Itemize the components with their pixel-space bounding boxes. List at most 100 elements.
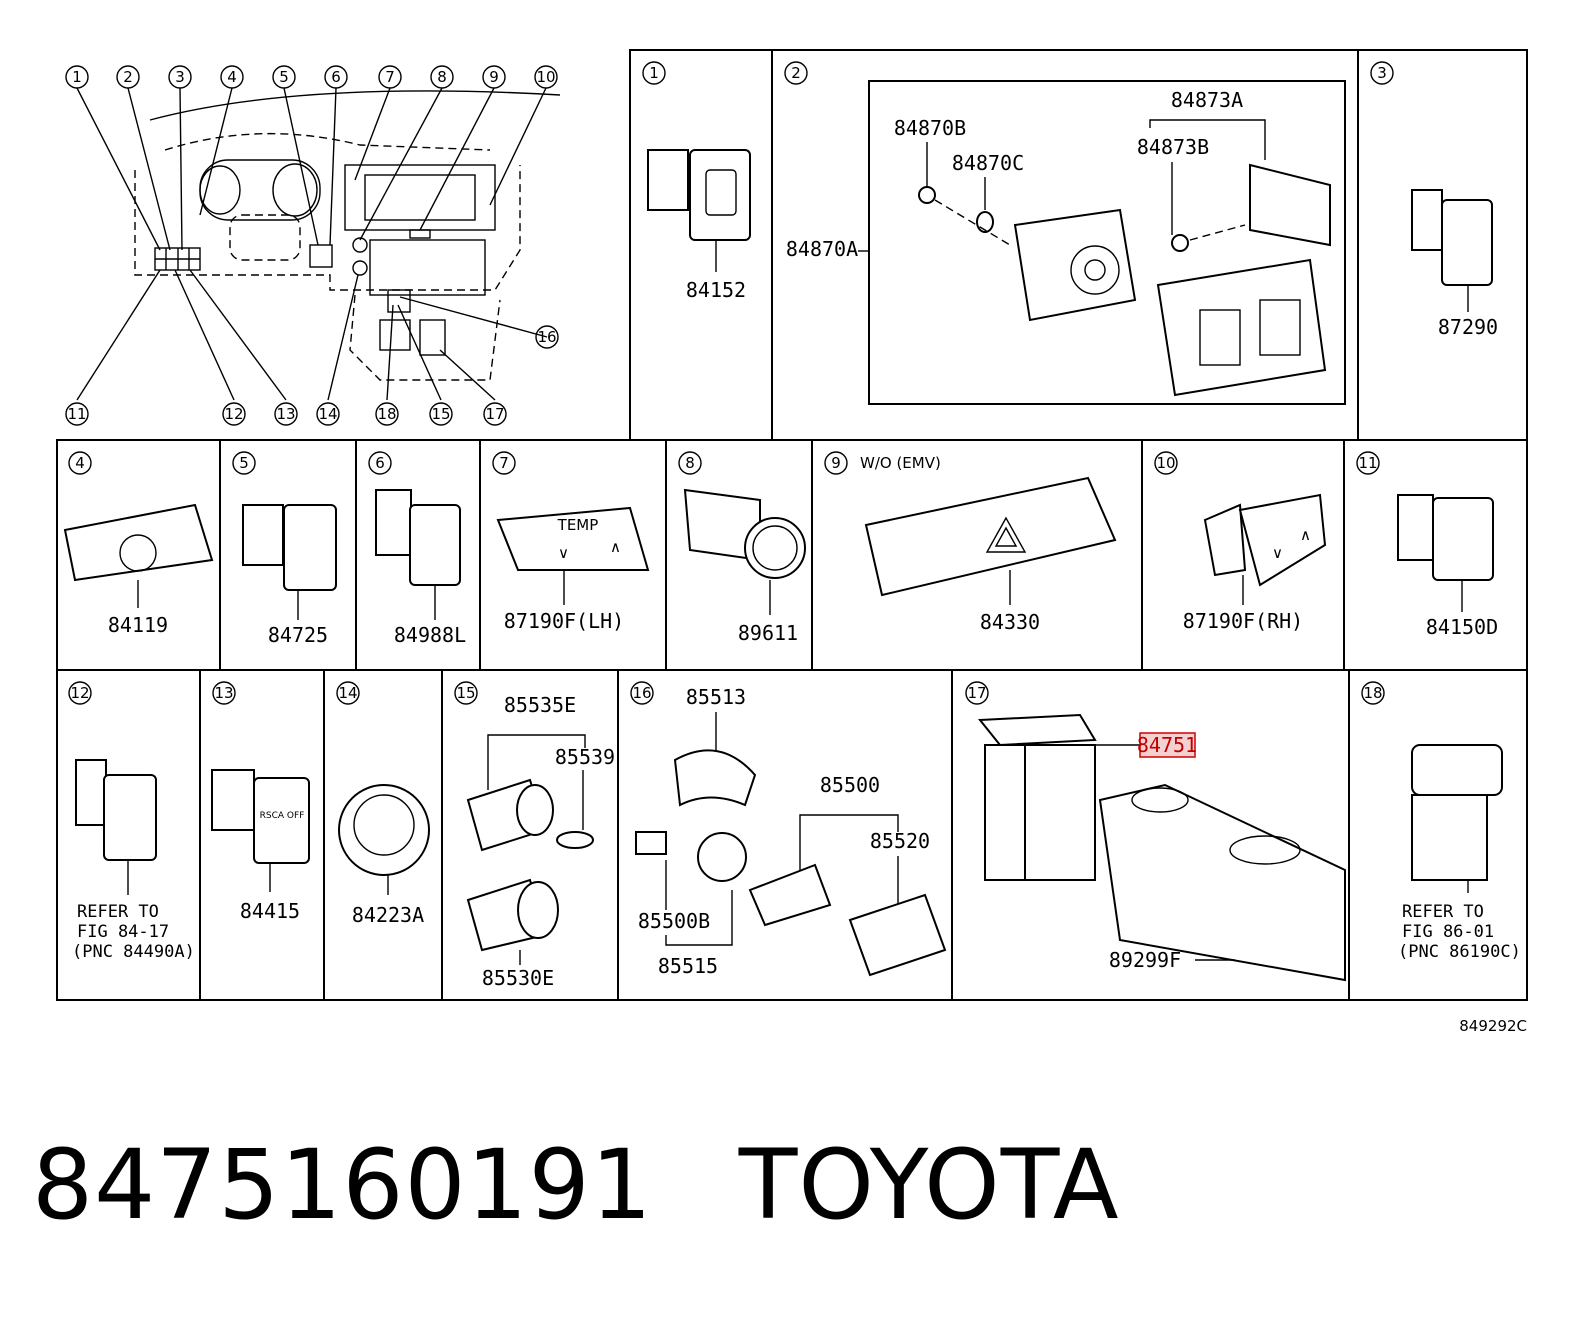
part-label-89299f[interactable]: 89299F — [1109, 948, 1181, 972]
part-label-84988l[interactable]: 84988L — [394, 623, 466, 647]
panel-frames — [56, 49, 1528, 1001]
callout-circle-18 — [375, 402, 399, 426]
panel-4-number: 4 — [75, 454, 85, 472]
part-label-89611[interactable]: 89611 — [738, 621, 798, 645]
panel-10-number: 10 — [1156, 454, 1175, 472]
part-label-85515[interactable]: 85515 — [658, 954, 718, 978]
panel-18: 18 REFER TO FIG 86-01 (PNC 86190C) — [1361, 681, 1521, 962]
panel-13-number: 13 — [214, 684, 233, 702]
callout-circle-17 — [483, 402, 507, 426]
callout-number-18[interactable]: 18 — [377, 405, 396, 423]
panel-2-number: 2 — [791, 64, 801, 82]
callout-circle-12 — [222, 402, 246, 426]
refer-line-3: (PNC 84490A) — [72, 942, 195, 962]
part-label-84873b[interactable]: 84873B — [1137, 135, 1209, 159]
panel-17: 17 84751 89299F — [965, 681, 1346, 982]
temp-up-icon-rh: ∧ — [1300, 526, 1311, 544]
part-label-84870c[interactable]: 84870C — [952, 151, 1024, 175]
refer-line-2: FIG 84-17 — [77, 922, 169, 942]
panel-2: 2 84870B 84870C 84873A 84873B 84870A — [784, 61, 1331, 397]
part-label-87290[interactable]: 87290 — [1438, 315, 1498, 339]
part-label-85535e[interactable]: 85535E — [504, 693, 576, 717]
part-label-85500b[interactable]: 85500B — [638, 909, 710, 933]
panel-9-number: 9 — [831, 454, 841, 472]
panel-6-number: 6 — [375, 454, 385, 472]
part-label-84725[interactable]: 84725 — [268, 623, 328, 647]
panel-9-note: W/O (EMV) — [860, 454, 941, 472]
panel-10: 10 ∨ ∧ 87190F(RH) — [1154, 451, 1327, 633]
part-label-84223a[interactable]: 84223A — [352, 903, 424, 927]
part-label-85520[interactable]: 85520 — [870, 829, 930, 853]
panel-1: 1 84152 — [642, 61, 751, 302]
panel-7: 7 TEMP ∨ ∧ 87190F(LH) — [492, 451, 650, 633]
callout-circle-14 — [316, 402, 340, 426]
panel-1-number: 1 — [649, 64, 659, 82]
temp-up-icon: ∧ — [610, 538, 621, 556]
temp-down-icon-rh: ∨ — [1272, 544, 1283, 562]
temp-button-label: TEMP — [557, 516, 599, 534]
panel-11-number: 11 — [1358, 454, 1377, 472]
callout-number-17[interactable]: 17 — [485, 405, 504, 423]
panel-3: 3 87290 — [1370, 61, 1498, 339]
highlighted-part-box — [1139, 732, 1196, 758]
callout-number-14[interactable]: 14 — [318, 405, 337, 423]
refer-line-2: FIG 86-01 — [1402, 922, 1494, 942]
callout-number-1[interactable]: 1 — [72, 68, 82, 86]
panel-13: 13 RSCA OFF 84415 — [211, 681, 310, 923]
callout-number-15[interactable]: 15 — [431, 405, 450, 423]
part-label-84751[interactable]: 84751 — [1137, 733, 1197, 757]
panel-14: 14 84223A — [336, 681, 430, 927]
temp-down-icon: ∨ — [558, 544, 569, 562]
callout-number-6[interactable]: 6 — [331, 68, 341, 86]
dashboard-overview — [134, 90, 561, 381]
callout-number-4[interactable]: 4 — [227, 68, 237, 86]
callout-number-10[interactable]: 10 — [536, 68, 555, 86]
refer-line-3: (PNC 86190C) — [1398, 942, 1521, 962]
panel-5: 5 84725 — [232, 451, 337, 647]
panel-11: 11 84150D — [1356, 451, 1498, 639]
panel-6: 6 84988L — [368, 451, 466, 647]
panel-16-number: 16 — [632, 684, 651, 702]
part-label-84152[interactable]: 84152 — [686, 278, 746, 302]
panel-4: 4 84119 — [63, 451, 214, 637]
part-label-84415[interactable]: 84415 — [240, 899, 300, 923]
refer-line-1: REFER TO — [77, 902, 159, 922]
callout-circle-11 — [65, 402, 89, 426]
part-label-84873a[interactable]: 84873A — [1171, 88, 1243, 112]
callout-number-12[interactable]: 12 — [224, 405, 243, 423]
callout-number-8[interactable]: 8 — [437, 68, 447, 86]
callout-number-3[interactable]: 3 — [175, 68, 185, 86]
part-label-84119[interactable]: 84119 — [108, 613, 168, 637]
part-label-84870a[interactable]: 84870A — [786, 237, 858, 261]
brand-name: TOYOTA — [738, 1129, 1120, 1241]
callout-number-13[interactable]: 13 — [276, 405, 295, 423]
part-label-84330[interactable]: 84330 — [980, 610, 1040, 634]
panel-7-number: 7 — [499, 454, 509, 472]
panel-16: 16 85513 85500 85520 85500B 85515 — [630, 681, 947, 978]
callout-number-7[interactable]: 7 — [385, 68, 395, 86]
callout-number-2[interactable]: 2 — [123, 68, 133, 86]
part-label-87190f-rh[interactable]: 87190F(RH) — [1183, 609, 1303, 633]
part-label-87190f-lh[interactable]: 87190F(LH) — [504, 609, 624, 633]
panel-5-number: 5 — [239, 454, 249, 472]
panel-18-number: 18 — [1363, 684, 1382, 702]
rsca-off-label: RSCA OFF — [260, 811, 305, 821]
panel-12-number: 12 — [70, 684, 89, 702]
part-label-85530e[interactable]: 85530E — [482, 966, 554, 990]
callout-circle-13 — [274, 402, 298, 426]
part-label-84870b[interactable]: 84870B — [894, 116, 966, 140]
callout-number-5[interactable]: 5 — [279, 68, 289, 86]
part-label-85513[interactable]: 85513 — [686, 685, 746, 709]
hazard-triangle-icon — [985, 516, 1027, 553]
overview-leaders — [76, 87, 548, 401]
callout-number-11[interactable]: 11 — [67, 405, 86, 423]
part-label-84150d[interactable]: 84150D — [1426, 615, 1498, 639]
refer-line-1: REFER TO — [1402, 902, 1484, 922]
part-label-85539[interactable]: 85539 — [555, 745, 615, 769]
part-label-85500[interactable]: 85500 — [820, 773, 880, 797]
panel-17-number: 17 — [967, 684, 986, 702]
callout-number-9[interactable]: 9 — [489, 68, 499, 86]
panel-9: 9 W/O (EMV) 84330 — [824, 451, 1117, 634]
